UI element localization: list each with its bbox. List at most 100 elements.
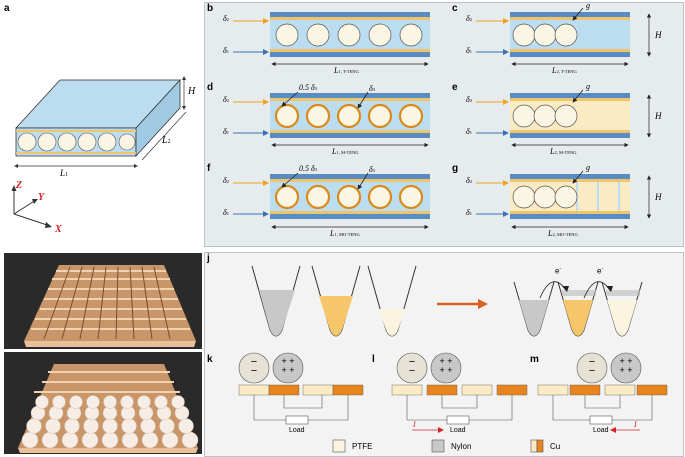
b-delta2-symbol: δ <box>223 14 227 23</box>
panel-d-diagram <box>233 91 430 148</box>
m-current-label: I <box>634 420 637 429</box>
k-plus-2: + <box>289 356 295 366</box>
c-height: H <box>655 30 662 40</box>
ball <box>306 23 330 47</box>
ball <box>274 184 300 210</box>
f-delta3: δ3 <box>369 165 375 174</box>
ball <box>367 184 393 210</box>
panel-label-a: a <box>4 3 10 14</box>
g-gap: g <box>586 163 590 172</box>
ball <box>336 103 362 129</box>
g-delta1-symbol: δ <box>466 208 470 217</box>
panel-l-circuit <box>391 352 528 433</box>
d-delta1-sub: 1 <box>226 130 229 135</box>
panel-label-k: k <box>207 354 213 365</box>
g-delta2-sub: 2 <box>469 179 472 184</box>
b-length: L1, T-TENG <box>334 66 359 75</box>
ball <box>399 23 423 47</box>
a-l1-label: L1 <box>60 168 68 178</box>
f-delta3-symbol: δ <box>369 165 373 174</box>
ball <box>171 395 185 409</box>
e-delta2-sub: 2 <box>469 98 472 103</box>
e-delta1-sub: 1 <box>469 130 472 135</box>
ball <box>35 395 49 409</box>
a-l2-sub: 2 <box>167 139 171 145</box>
ball <box>398 103 424 129</box>
e-delta2: δ2 <box>466 95 472 104</box>
d-length-letter: L <box>332 147 337 156</box>
d-delta2-symbol: δ <box>223 95 227 104</box>
legend-ptfe-label: PTFE <box>352 442 373 451</box>
ball <box>154 395 168 409</box>
k-plus-1: + <box>281 356 287 366</box>
panel-label-c: c <box>452 3 458 14</box>
k-minus-2: − <box>250 365 258 377</box>
f-length-letter: L <box>330 229 335 238</box>
panel-label-l: l <box>372 354 375 365</box>
f-delta2-symbol: δ <box>223 176 227 185</box>
panel-label-b: b <box>207 3 214 14</box>
ball <box>275 23 299 47</box>
legend-cu-label: Cu <box>550 442 561 451</box>
panel-label-e: e <box>452 82 458 93</box>
ball <box>17 132 37 152</box>
j-electron-2-sup: - <box>601 266 604 272</box>
a-l1-sub: 1 <box>65 172 69 178</box>
e-delta2-symbol: δ <box>466 95 470 104</box>
panel-label-d: d <box>207 82 214 93</box>
b-delta1-symbol: δ <box>223 46 227 55</box>
l-plus-4: + <box>447 365 453 375</box>
l-current-label: I <box>413 420 416 429</box>
d-delta1: δ1 <box>223 127 229 136</box>
g-delta1: δ1 <box>466 208 472 217</box>
ball <box>337 23 361 47</box>
ball <box>86 395 100 409</box>
ball <box>103 395 117 409</box>
panel-k-circuit <box>238 352 364 425</box>
panel-c-diagram <box>476 7 652 67</box>
f-delta1-symbol: δ <box>223 208 227 217</box>
f-delta1-sub: 1 <box>226 211 229 216</box>
g-height: H <box>655 192 662 202</box>
ball <box>398 184 424 210</box>
m-plus-3: + <box>619 365 625 375</box>
ball <box>77 132 97 152</box>
k-plus-3: + <box>281 365 287 375</box>
panel-g-diagram <box>476 170 652 230</box>
l-plus-1: + <box>439 356 445 366</box>
j-electron-2: e- <box>597 266 603 276</box>
ball <box>118 133 136 151</box>
axis-z-label: Z <box>16 180 23 191</box>
ball <box>52 395 66 409</box>
panel-label-m: m <box>530 354 539 365</box>
f-half-delta3-symbol: 0.5 δ <box>299 164 315 173</box>
j-electron-1-symbol: e <box>555 266 560 276</box>
c-delta2: δ2 <box>466 14 472 23</box>
panel-b-diagram <box>233 12 430 67</box>
panel-e-diagram <box>476 89 652 148</box>
e-delta1: δ1 <box>466 127 472 136</box>
e-length: L2, M-TENG <box>550 147 576 156</box>
m-nylon-charges: + ++ + <box>616 357 636 375</box>
m-minus-1: − <box>588 356 596 368</box>
panel-label-f: f <box>207 163 211 174</box>
d-length: L1, M-TENG <box>332 147 358 156</box>
d-delta1-symbol: δ <box>223 127 227 136</box>
g-length: L2, MO-TENG <box>548 229 578 238</box>
d-half-delta3-sub: 3 <box>314 86 317 91</box>
b-delta1: δ1 <box>223 46 229 55</box>
ball <box>97 132 117 152</box>
panel-label-j: j <box>207 253 210 264</box>
e-length-sub: 2, M-TENG <box>554 150 577 155</box>
b-delta2-sub: 2 <box>226 17 229 22</box>
axis-y-label: Y <box>38 192 45 203</box>
panel-m-circuit <box>537 352 668 433</box>
panel-f-diagram <box>233 172 430 230</box>
legend-nylon-label: Nylon <box>451 442 472 451</box>
d-half-delta3-symbol: 0.5 δ <box>299 83 315 92</box>
ball <box>69 395 83 409</box>
d-delta3: δ3 <box>369 84 375 93</box>
l-plus-2: + <box>447 356 453 366</box>
